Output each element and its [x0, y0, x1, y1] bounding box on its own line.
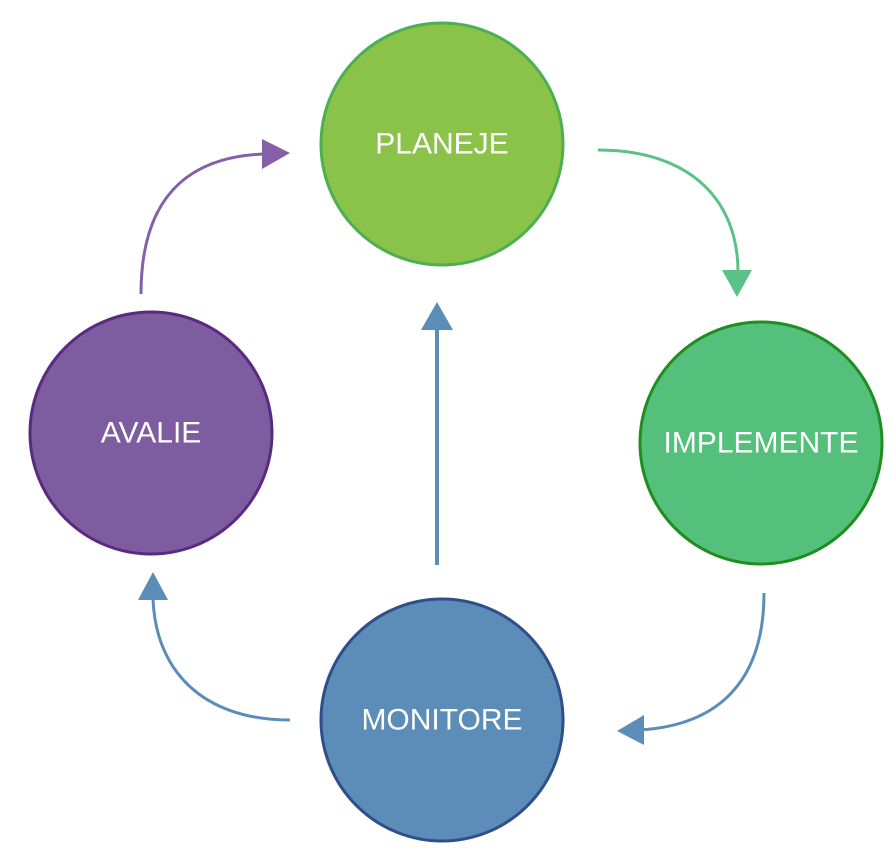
- arrow-monitor-to-plan: [421, 302, 453, 565]
- arrow-implement-to-monitor: [617, 592, 766, 745]
- node-evaluate: AVALIE: [28, 310, 274, 556]
- node-monitor: MONITORE: [319, 597, 565, 843]
- arrow-plan-to-implement: [597, 148, 752, 297]
- arrow-evaluate-to-plan: [139, 139, 290, 295]
- node-implement: IMPLEMENTE: [638, 320, 884, 566]
- arrow-monitor-to-evaluate: [138, 572, 291, 722]
- node-plan-label: PLANEJE: [375, 128, 508, 161]
- node-implement-label: IMPLEMENTE: [663, 427, 858, 460]
- node-monitor-label: MONITORE: [361, 704, 522, 737]
- node-evaluate-label: AVALIE: [101, 417, 202, 450]
- node-plan: PLANEJE: [319, 21, 565, 267]
